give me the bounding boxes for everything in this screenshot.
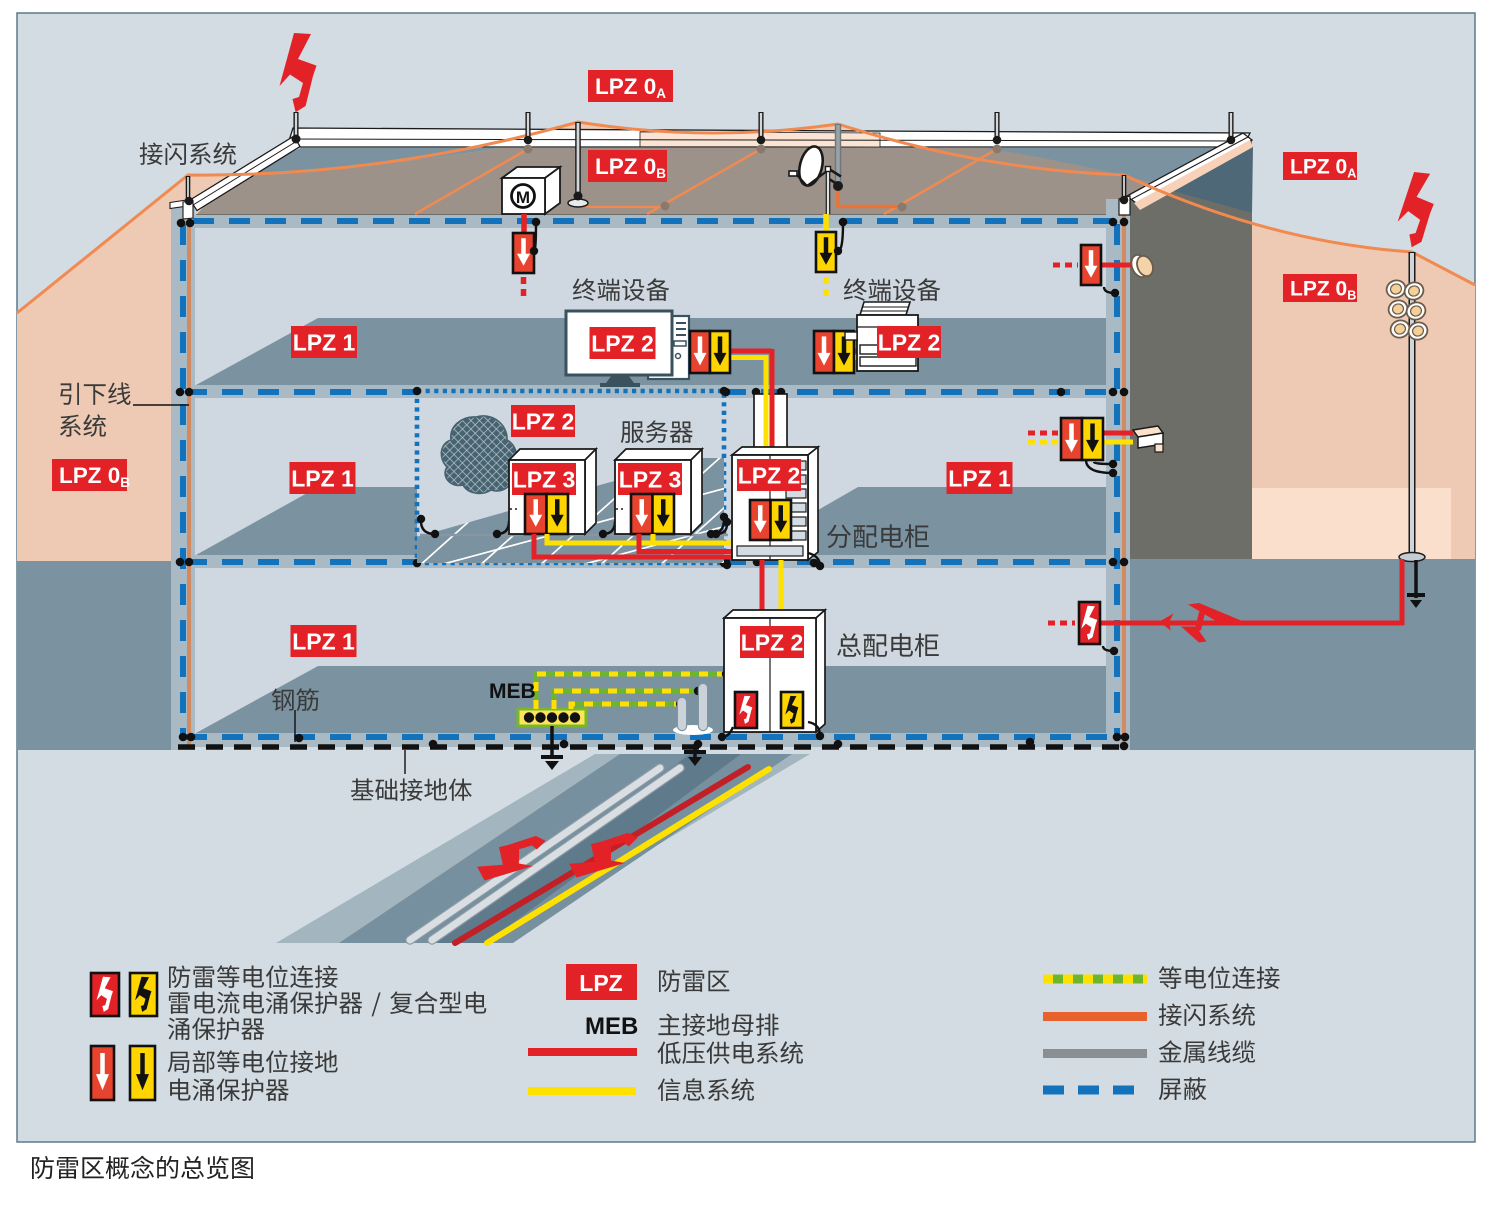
svg-text:LPZ 0B: LPZ 0B [1290, 278, 1356, 303]
svg-text:LPZ 2: LPZ 2 [738, 462, 801, 488]
svg-text:LPZ 1: LPZ 1 [291, 465, 354, 491]
svg-text:LPZ 2: LPZ 2 [741, 629, 804, 655]
svg-text:LPZ 0B: LPZ 0B [595, 154, 666, 181]
svg-text:LPZ 2: LPZ 2 [591, 330, 654, 356]
svg-text:LPZ 1: LPZ 1 [293, 329, 356, 355]
svg-text:LPZ 0A: LPZ 0A [1290, 156, 1356, 181]
svg-text:LPZ 3: LPZ 3 [619, 466, 682, 492]
svg-text:LPZ 1: LPZ 1 [292, 628, 355, 654]
svg-text:LPZ 0A: LPZ 0A [595, 74, 666, 101]
svg-text:LPZ 2: LPZ 2 [512, 408, 575, 434]
svg-text:MEB: MEB [489, 680, 536, 703]
svg-text:LPZ 1: LPZ 1 [948, 465, 1011, 491]
svg-text:LPZ: LPZ [579, 970, 622, 996]
svg-text:LPZ 3: LPZ 3 [513, 466, 576, 492]
svg-text:LPZ 2: LPZ 2 [878, 329, 941, 355]
svg-text:MEB: MEB [585, 1013, 638, 1040]
svg-text:LPZ 0B: LPZ 0B [59, 463, 130, 490]
svg-text:M: M [516, 188, 530, 207]
